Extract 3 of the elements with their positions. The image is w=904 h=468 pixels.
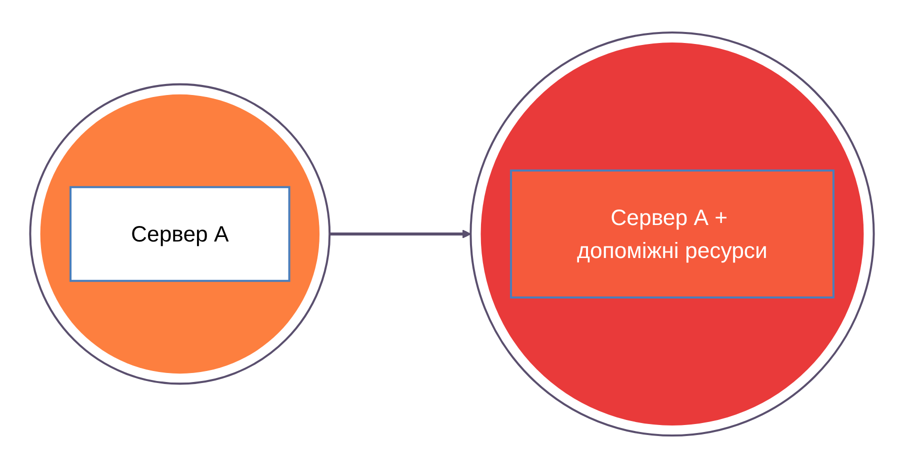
- server-box: Сервер А: [70, 186, 290, 282]
- server-box: Сервер А + допоміжні ресурси: [510, 170, 834, 298]
- arrow: [330, 230, 472, 238]
